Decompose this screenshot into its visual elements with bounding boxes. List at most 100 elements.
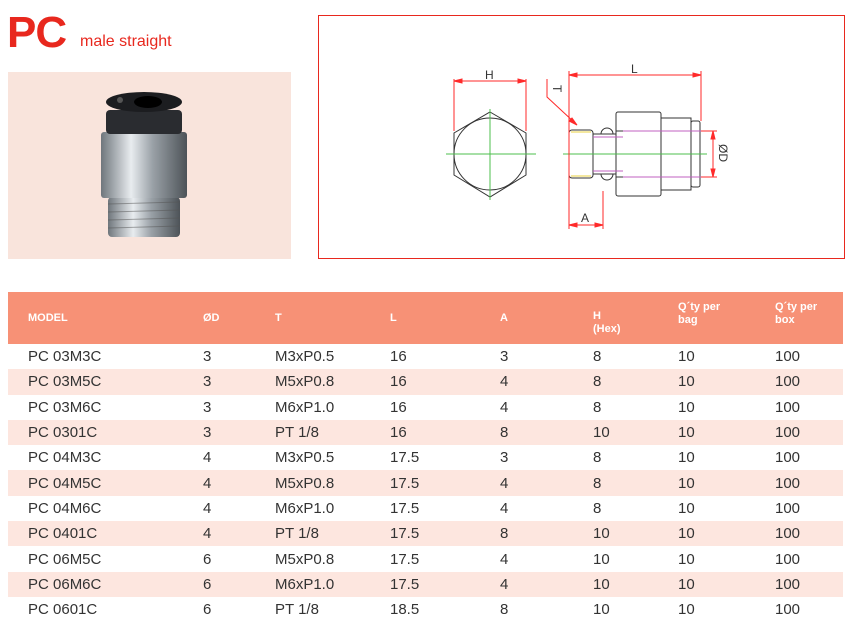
cell-h: 8 xyxy=(593,470,678,496)
cell-a: 4 xyxy=(500,571,593,597)
cell-t: M5xP0.8 xyxy=(275,550,335,568)
cell-model: PC 0401C xyxy=(8,521,203,547)
header-h: H(Hex) xyxy=(593,292,678,344)
cell-od: 3 xyxy=(203,348,212,366)
cell-l: 17.5 xyxy=(390,470,500,496)
dimension-drawing: H L A T ØD xyxy=(318,15,845,259)
cell-h: 10 xyxy=(593,550,610,568)
header-bag-line2: bag xyxy=(678,314,698,326)
cell-t: M6xP1.0 xyxy=(275,398,335,416)
cell-qty-box: 100 xyxy=(775,348,801,366)
cell-qty-box: 100 xyxy=(775,470,843,496)
cell-qty-bag: 10 xyxy=(678,601,695,619)
header-t: T xyxy=(275,292,390,344)
cell-od: 6 xyxy=(203,601,212,619)
cell-model: PC 03M3C xyxy=(28,348,102,366)
label-a: A xyxy=(581,211,589,225)
cell-t: PT 1/8 xyxy=(275,601,319,619)
cell-l: 17.5 xyxy=(390,571,500,597)
cell-h: 8 xyxy=(593,449,602,467)
cell-qty-box: 100 xyxy=(775,369,843,395)
cell-t: PT 1/8 xyxy=(275,419,390,446)
cell-qty-bag: 10 xyxy=(678,419,775,446)
cell-l: 18.5 xyxy=(390,601,420,619)
cell-qty-box: 100 xyxy=(775,419,843,446)
header-h-line1: H xyxy=(593,310,601,322)
cell-model: PC 06M6C xyxy=(8,571,203,597)
cell-l: 16 xyxy=(390,398,407,416)
cell-qty-box: 100 xyxy=(775,499,801,517)
cell-t: M5xP0.8 xyxy=(275,369,390,395)
cell-od: 4 xyxy=(203,521,275,547)
cell-a: 4 xyxy=(500,550,509,568)
cell-h: 10 xyxy=(593,571,678,597)
cell-l: 16 xyxy=(390,348,407,366)
header-od: ØD xyxy=(203,292,275,344)
cell-qty-bag: 10 xyxy=(678,521,775,547)
cell-model: PC 03M6C xyxy=(28,398,102,416)
table-row: PC 06M5C 6 M5xP0.8 17.5 4 10 10 100 xyxy=(8,546,843,571)
cell-t: PT 1/8 xyxy=(275,521,390,547)
cell-model: PC 0601C xyxy=(28,601,98,619)
cell-a: 4 xyxy=(500,369,593,395)
cell-a: 3 xyxy=(500,449,509,467)
cell-od: 4 xyxy=(203,499,212,517)
cell-l: 16 xyxy=(390,369,500,395)
cell-model: PC 04M6C xyxy=(28,499,102,517)
cell-qty-bag: 10 xyxy=(678,449,695,467)
cell-od: 6 xyxy=(203,550,212,568)
cell-qty-box: 100 xyxy=(775,601,801,619)
cell-od: 3 xyxy=(203,398,212,416)
cell-model: PC 03M5C xyxy=(8,369,203,395)
cell-qty-bag: 10 xyxy=(678,369,775,395)
cell-qty-box: 100 xyxy=(775,398,801,416)
label-l: L xyxy=(631,62,638,76)
cell-t: M6xP1.0 xyxy=(275,499,335,517)
cell-h: 10 xyxy=(593,601,610,619)
cell-l: 17.5 xyxy=(390,550,420,568)
cell-model: PC 06M5C xyxy=(28,550,102,568)
cell-od: 3 xyxy=(203,369,275,395)
cell-qty-box: 100 xyxy=(775,571,843,597)
header-bag-line1: Q´ty per xyxy=(678,301,721,313)
cell-qty-bag: 10 xyxy=(678,348,695,366)
product-subtitle: male straight xyxy=(80,33,172,50)
label-od: ØD xyxy=(716,144,730,162)
cell-model: PC 0301C xyxy=(8,419,203,446)
cell-h: 8 xyxy=(593,348,602,366)
cell-t: M5xP0.8 xyxy=(275,470,390,496)
cell-qty-bag: 10 xyxy=(678,550,695,568)
cell-qty-bag: 10 xyxy=(678,470,775,496)
cell-h: 8 xyxy=(593,499,602,517)
cell-qty-box: 100 xyxy=(775,550,801,568)
cell-od: 4 xyxy=(203,470,275,496)
product-code: PC xyxy=(7,8,67,57)
cell-qty-bag: 10 xyxy=(678,571,775,597)
cell-t: M3xP0.5 xyxy=(275,348,335,366)
header-model: MODEL xyxy=(8,292,203,344)
cell-a: 4 xyxy=(500,470,593,496)
cell-t: M3xP0.5 xyxy=(275,449,335,467)
cell-qty-bag: 10 xyxy=(678,398,695,416)
cell-od: 6 xyxy=(203,571,275,597)
cell-model: PC 04M3C xyxy=(28,449,102,467)
header-box-line1: Q´ty per xyxy=(775,301,818,313)
label-h: H xyxy=(485,68,494,82)
header-h-line2: (Hex) xyxy=(593,323,621,335)
header-l: L xyxy=(390,292,500,344)
cell-model: PC 04M5C xyxy=(8,470,203,496)
label-t: T xyxy=(550,85,564,93)
cell-h: 8 xyxy=(593,398,602,416)
header-box-line2: box xyxy=(775,314,795,326)
